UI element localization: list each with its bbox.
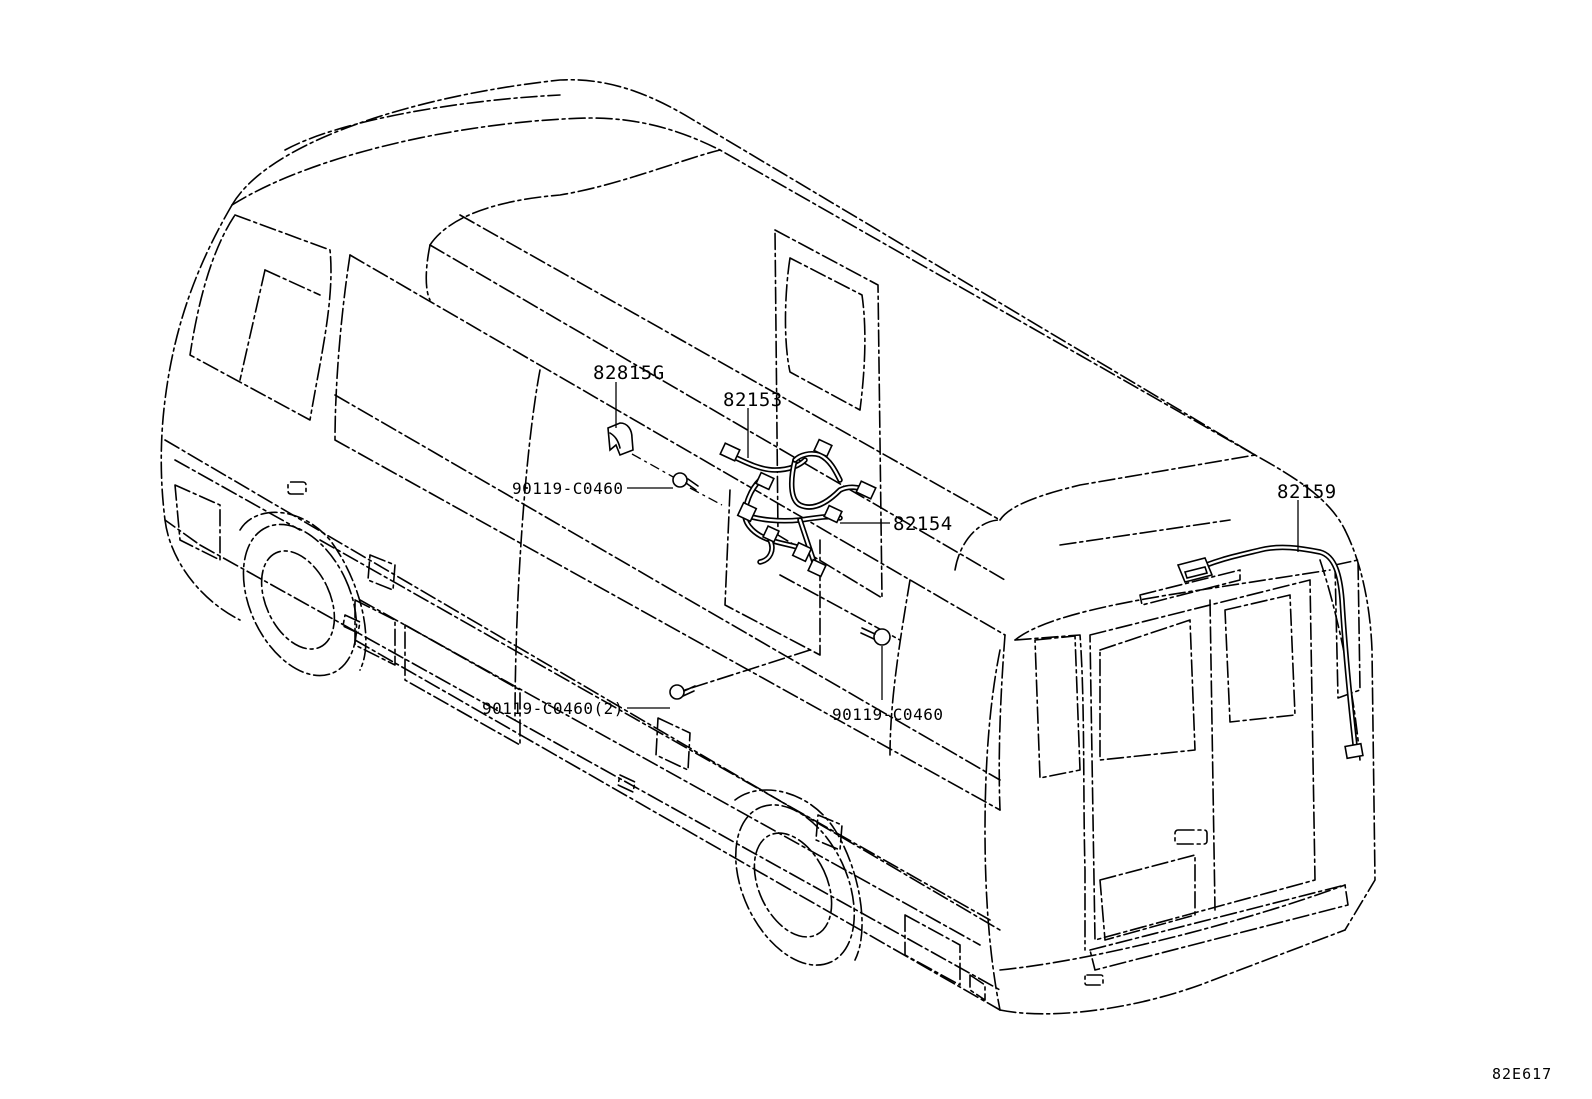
wire-harness-82159[interactable] — [1176, 544, 1364, 760]
label-bolt-a[interactable]: 90119-C0460 — [512, 479, 623, 498]
label-82159[interactable]: 82159 — [1277, 481, 1337, 503]
bolt-b[interactable] — [669, 684, 696, 700]
label-bolt-c[interactable]: 90119-C0460 — [832, 705, 943, 724]
label-bolt-b[interactable]: 90119-C0460(2) — [482, 699, 624, 718]
part-labels: 82815G 82153 82154 82159 90119-C0460 901… — [482, 362, 1552, 1083]
wire-harness-82153-82154[interactable] — [719, 438, 877, 578]
reference-code: 82E617 — [1492, 1065, 1552, 1083]
clip-82815g[interactable] — [607, 422, 634, 457]
van-outline — [160, 78, 1376, 1015]
leader-lines — [615, 382, 1299, 709]
bolt-c[interactable] — [860, 627, 891, 646]
label-82154[interactable]: 82154 — [893, 513, 953, 535]
bolt-a[interactable] — [631, 453, 723, 506]
label-82815g[interactable]: 82815G — [593, 362, 665, 384]
label-82153[interactable]: 82153 — [723, 389, 783, 411]
